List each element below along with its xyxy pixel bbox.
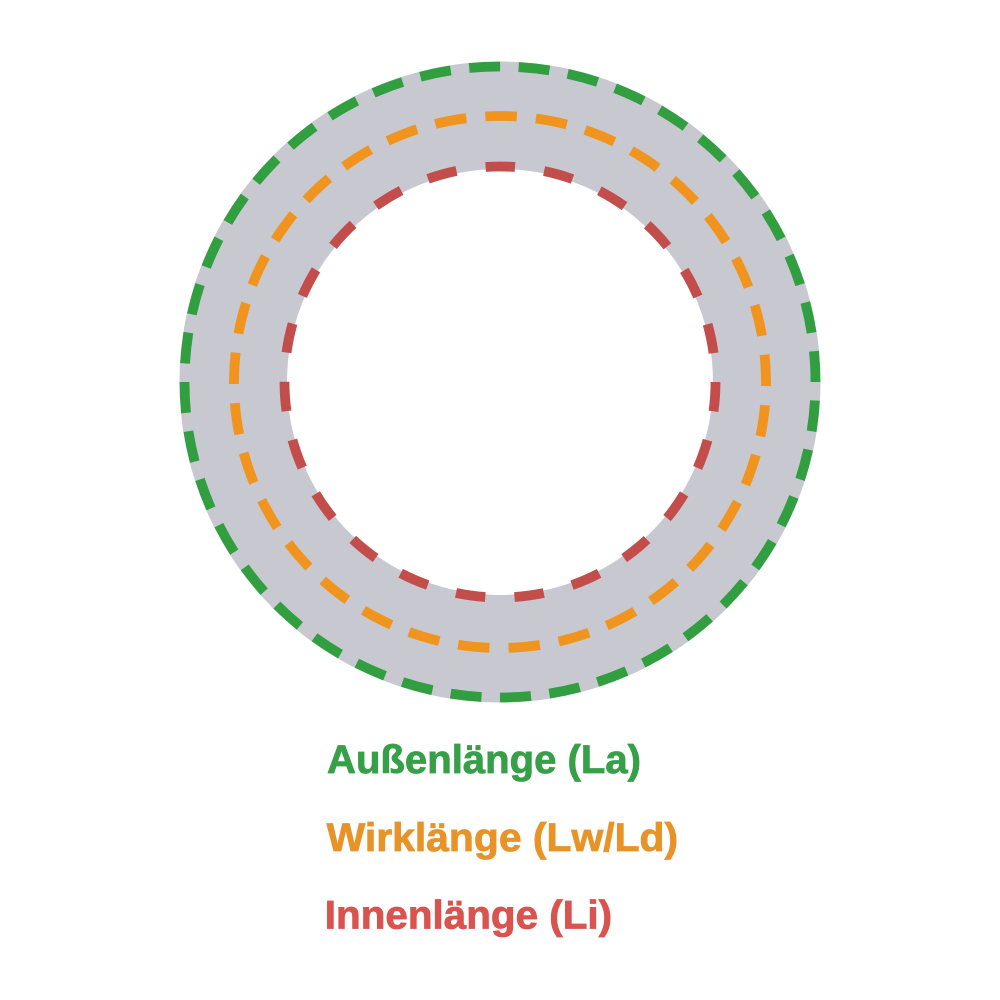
svg-text:Außenlänge (La): Außenlänge (La) [327,738,641,782]
svg-text:Innenlänge (Li): Innenlänge (Li) [325,894,612,938]
svg-text:Wirklänge (Lw/Ld): Wirklänge (Lw/Ld) [327,816,678,860]
